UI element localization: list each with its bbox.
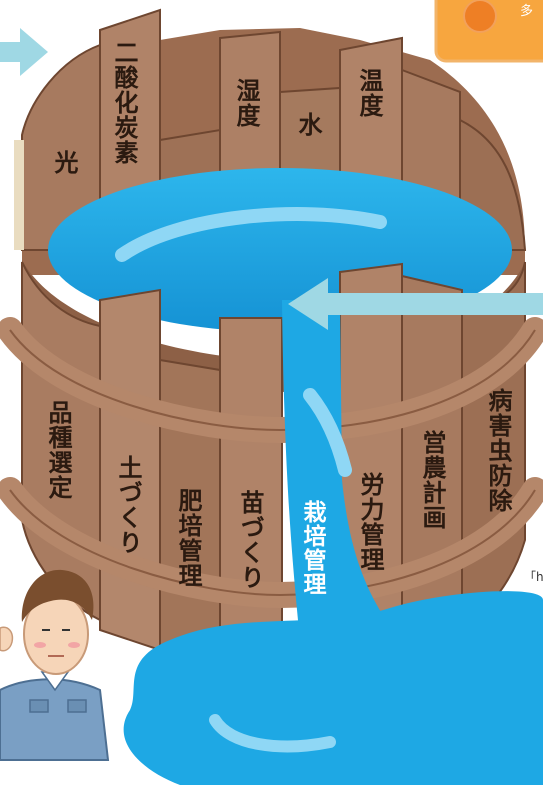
stave-label-hinshu: 品種選定: [44, 400, 72, 500]
stave-label-saibai: 栽培管理: [299, 500, 325, 596]
farmer-icon: [0, 569, 110, 761]
stave-label-rouryoku: 労力管理: [356, 472, 384, 572]
stave-label-nisankatanso: 二酸化炭素: [110, 40, 138, 165]
stave-label-shitsudo: 湿度: [232, 78, 260, 128]
stave-label-einou: 営農計画: [418, 430, 446, 530]
stave-label-ondo: 温度: [355, 68, 383, 118]
legend-box: [434, 0, 543, 63]
barrel-hoops: [0, 317, 543, 609]
stave-label-hikari: 光: [50, 150, 78, 175]
arrow-right-icon: [0, 28, 48, 76]
stave-label-hibai: 肥培管理: [174, 488, 202, 588]
arrow-left-icon: [288, 278, 543, 330]
stave-label-byougaichu: 病害虫防除: [484, 388, 512, 513]
stave-label-nae: 苗づくり: [236, 490, 264, 590]
stave-label-mizu: 水: [294, 112, 322, 137]
stave-label-tsuchi: 土づくり: [114, 455, 142, 555]
side-note: 「h: [524, 570, 543, 584]
orange-dot-icon: [463, 0, 497, 33]
legend-text: 多: [520, 4, 534, 19]
